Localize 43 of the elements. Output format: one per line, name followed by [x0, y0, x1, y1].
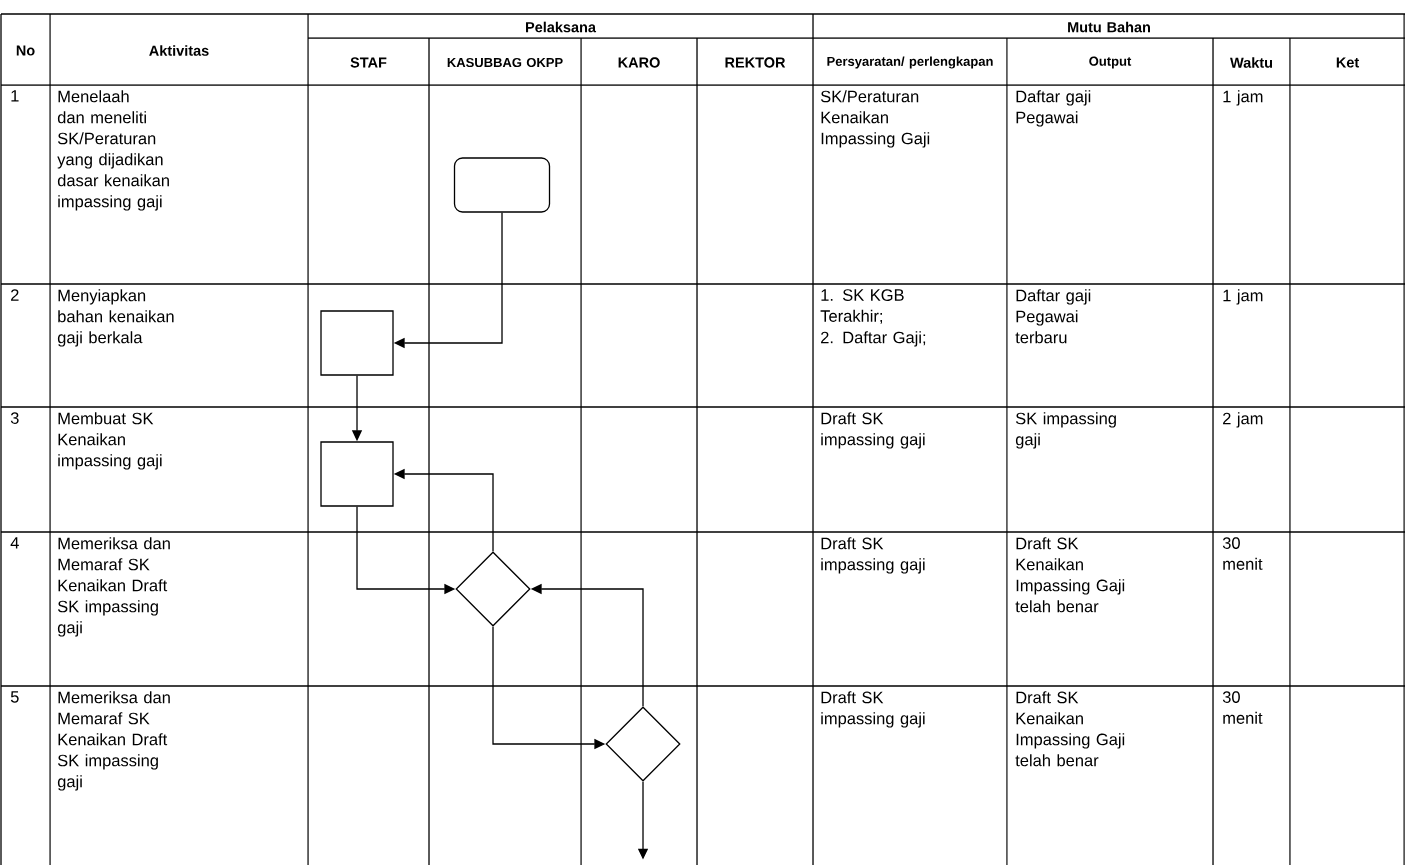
header-label: STAF: [350, 57, 387, 68]
cell-text: Draft SK impassing gaji: [821, 412, 925, 449]
decision-diamond: [455, 551, 531, 627]
cell-text: Menelaah dan meneliti SK/Peraturan yang dijadikan dasar kenaikan impassing gaji: [57, 90, 169, 211]
header-label: No: [16, 45, 35, 56]
cell-text: Membuat SK Kenaikan impassing gaji: [58, 412, 162, 470]
header-label: Aktivitas: [149, 45, 209, 56]
header-label: Pelaksana: [526, 21, 597, 33]
process-box: [320, 310, 394, 376]
cell-text: 30 menit: [1222, 537, 1263, 570]
cell-text: Daftar gaji Pegawai terbaru: [1015, 289, 1091, 344]
header-label: Ket: [1336, 57, 1359, 68]
cell-text: Draft SK impassing gaji: [821, 691, 925, 728]
process-box: [320, 441, 394, 507]
header-label: REKTOR: [725, 57, 786, 68]
header-label: Output: [1089, 56, 1132, 69]
cell-text: Draft SK Kenaikan Impassing Gaji telah benar: [1015, 691, 1125, 767]
cell-text: 1. SK KGB Terakhir;: [820, 289, 904, 324]
cell-text: Draft SK Kenaikan Impassing Gaji telah benar: [1015, 537, 1125, 613]
header-label: KASUBBAG OKPP: [447, 57, 563, 68]
cell-text: 4: [10, 537, 19, 549]
cell-text: 1: [11, 90, 19, 102]
cell-text: Daftar gaji Pegawai: [1016, 90, 1091, 127]
cell-text: 30 menit: [1222, 691, 1263, 724]
header-label: Persyaratan/ perlengkapan: [827, 56, 993, 69]
header-label: Mutu Bahan: [1068, 21, 1150, 33]
cell-text: SK impassing gaji: [1015, 412, 1116, 449]
decision-diamond: [605, 706, 681, 782]
cell-text: 2: [11, 289, 19, 301]
cell-text: Draft SK impassing gaji: [821, 537, 925, 574]
cell-text: 1 jam: [1223, 289, 1263, 305]
cell-text: 3: [10, 412, 19, 424]
terminator-shape: [453, 157, 551, 213]
cell-text: SK/Peraturan Kenaikan Impassing Gaji: [820, 90, 930, 148]
cell-text: 2 jam: [1223, 412, 1263, 428]
cell-text: 2. Daftar Gaji;: [821, 331, 926, 347]
cell-text: Memeriksa dan Memaraf SK Kenaikan Draft SK impassing gaji: [57, 537, 170, 637]
cell-text: Memeriksa dan Memaraf SK Kenaikan Draft SK impassing gaji: [57, 691, 170, 791]
cell-text: 5: [10, 691, 19, 703]
header-label: Waktu: [1230, 57, 1273, 68]
cell-text: 1 jam: [1223, 90, 1263, 106]
header-label: KARO: [618, 57, 660, 68]
cell-text: Menyiapkan bahan kenaikan gaji berkala: [57, 289, 174, 347]
